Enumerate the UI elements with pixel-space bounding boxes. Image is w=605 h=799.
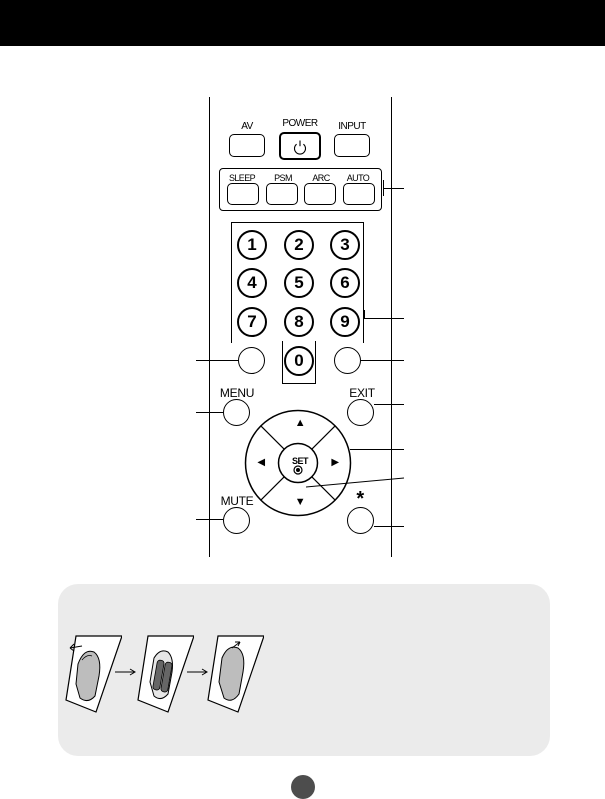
navigation-pad[interactable] xyxy=(244,409,352,517)
battery-info-box xyxy=(58,584,550,756)
number-key-4[interactable]: 4 xyxy=(237,268,267,298)
number-key-6[interactable]: 6 xyxy=(330,268,360,298)
input-label: INPUT xyxy=(338,121,366,132)
number-pad xyxy=(231,222,364,343)
left-arrow-icon[interactable]: ◀ xyxy=(257,457,265,468)
number-key-7[interactable]: 7 xyxy=(237,307,267,337)
menu-label: MENU xyxy=(219,386,255,400)
down-arrow-icon[interactable]: ▼ xyxy=(294,496,306,508)
auto-label: AUTO xyxy=(346,173,370,183)
callout-line-star xyxy=(374,526,404,527)
callout-line-right-round xyxy=(361,360,404,361)
mute-button[interactable] xyxy=(223,507,250,534)
callout-line-number-keys xyxy=(364,318,404,319)
sleep-label: SLEEP xyxy=(228,173,256,183)
power-icon xyxy=(294,140,306,155)
mute-label: MUTE xyxy=(220,494,254,508)
number-key-3[interactable]: 3 xyxy=(330,230,360,260)
arc-label: ARC xyxy=(312,173,330,183)
number-key-9[interactable]: 9 xyxy=(330,307,360,337)
arc-button[interactable] xyxy=(304,183,336,205)
arrow-icon xyxy=(187,668,208,676)
remote-control-body xyxy=(209,97,392,557)
battery-cover-closed-illustration xyxy=(207,635,264,713)
callout-line-navigation xyxy=(350,449,404,450)
callout-line-exit xyxy=(374,404,404,405)
exit-label: EXIT xyxy=(349,386,375,400)
arrow-icon xyxy=(115,668,136,676)
power-button[interactable] xyxy=(279,132,321,160)
menu-button[interactable] xyxy=(223,399,250,426)
callout-bracket xyxy=(364,310,365,318)
up-arrow-icon[interactable]: ▲ xyxy=(294,417,306,429)
exit-button[interactable] xyxy=(347,399,374,426)
power-label: POWER xyxy=(282,118,318,129)
callout-line-function-keys xyxy=(383,188,404,189)
av-label: AV xyxy=(241,121,253,132)
page-number-badge xyxy=(291,775,315,799)
right-round-button[interactable] xyxy=(334,347,361,374)
number-key-1[interactable]: 1 xyxy=(237,230,267,260)
number-key-0[interactable]: 0 xyxy=(284,346,314,376)
star-button[interactable] xyxy=(347,507,374,534)
left-round-button[interactable] xyxy=(238,347,265,374)
callout-line-menu xyxy=(196,412,223,413)
auto-button[interactable] xyxy=(343,183,375,205)
number-key-8[interactable]: 8 xyxy=(284,307,314,337)
star-label: * xyxy=(356,488,364,510)
psm-label: PSM xyxy=(274,173,292,183)
header-bar xyxy=(0,0,605,46)
function-key-group xyxy=(219,168,382,211)
input-button[interactable] xyxy=(334,134,370,157)
av-button[interactable] xyxy=(229,134,265,157)
callout-line-mute xyxy=(196,519,223,520)
psm-button[interactable] xyxy=(266,183,298,205)
set-label: SET xyxy=(291,456,309,466)
sleep-button[interactable] xyxy=(227,183,259,205)
right-arrow-icon[interactable]: ▶ xyxy=(331,457,339,468)
battery-insert-illustration xyxy=(137,635,194,713)
number-key-2[interactable]: 2 xyxy=(284,230,314,260)
battery-cover-open-illustration xyxy=(65,635,122,713)
callout-line-left-round xyxy=(196,360,238,361)
callout-line-set xyxy=(306,477,405,488)
number-key-5[interactable]: 5 xyxy=(284,268,314,298)
